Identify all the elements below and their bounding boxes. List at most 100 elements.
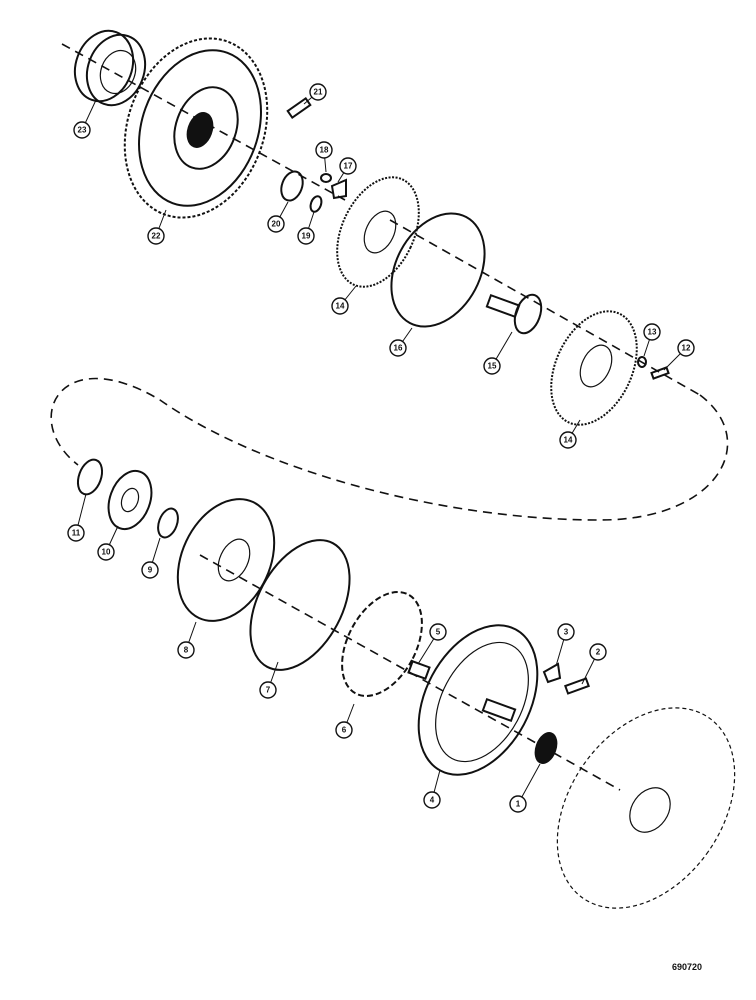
part-11-snap-ring (76, 458, 104, 496)
callout-label: 8 (184, 646, 189, 655)
callout-label: 21 (314, 88, 323, 97)
part-14-clutch-disc-upper (336, 176, 420, 288)
callout-circle (297, 227, 315, 245)
part-4-housing (417, 624, 539, 776)
part-7-seal-ring (249, 539, 351, 671)
part-8-piston (176, 498, 276, 622)
part-20-snap-ring (280, 170, 304, 202)
callout-label: 5 (436, 628, 441, 637)
callout-label: 1 (516, 800, 521, 809)
callout-label: 15 (488, 362, 497, 371)
callout-label: 9 (148, 566, 153, 575)
part-9-ring (157, 507, 179, 539)
callout-20: 20 (267, 201, 289, 233)
part-15-hub (485, 293, 543, 335)
callout-15: 15 (483, 331, 513, 375)
part-14-clutch-disc-lower (550, 310, 638, 426)
callout-9: 9 (141, 537, 161, 579)
callout-circle (309, 83, 327, 101)
callout-label: 14 (336, 302, 345, 311)
callout-circle (315, 141, 333, 159)
callout-2: 2 (581, 643, 607, 685)
callout-circle (267, 215, 285, 233)
callout-circle (339, 157, 357, 175)
callout-circle (177, 641, 195, 659)
callout-5: 5 (417, 623, 447, 665)
part-19-washer (309, 195, 323, 213)
callout-label: 17 (344, 162, 353, 171)
part-10-thrust-washer (107, 469, 153, 531)
callout-circle (677, 339, 695, 357)
callout-circle (97, 543, 115, 561)
callout-label: 16 (394, 344, 403, 353)
callout-label: 10 (102, 548, 111, 557)
callout-circle (557, 623, 575, 641)
callout-17: 17 (337, 157, 357, 183)
callout-18: 18 (315, 141, 333, 173)
callout-7: 7 (259, 661, 279, 699)
callout-circle (331, 297, 349, 315)
callout-label: 14 (564, 436, 573, 445)
callout-label: 7 (266, 686, 271, 695)
callout-circle (559, 431, 577, 449)
part-18-nut (320, 173, 332, 183)
callout-3: 3 (555, 623, 575, 667)
callout-11: 11 (67, 493, 87, 542)
callout-19: 19 (297, 211, 315, 245)
part-2-bolt (564, 677, 590, 695)
callout-21: 21 (303, 83, 327, 105)
part-16-separator-plate (390, 212, 486, 328)
figure-code: 690720 (672, 962, 703, 972)
callout-circle (147, 227, 165, 245)
part-5-dowel (407, 660, 431, 680)
part-22-ring-gear (123, 37, 269, 219)
callout-circle (335, 721, 353, 739)
center-lines (50, 43, 729, 791)
callout-circle (429, 623, 447, 641)
callout-16: 16 (389, 327, 413, 357)
callout-label: 6 (342, 726, 347, 735)
callout-22: 22 (147, 209, 167, 245)
callout-23: 23 (73, 99, 97, 139)
callout-label: 13 (648, 328, 657, 337)
callout-6: 6 (335, 703, 355, 739)
callout-label: 20 (272, 220, 281, 229)
part-21-pin (286, 97, 312, 119)
callout-label: 19 (302, 232, 311, 241)
part-23-bearing (73, 29, 147, 107)
callout-label: 12 (682, 344, 691, 353)
callout-12: 12 (663, 339, 695, 371)
callout-label: 23 (78, 126, 87, 135)
flywheel-phantom (556, 707, 736, 909)
callout-circle (423, 791, 441, 809)
callout-label: 18 (320, 146, 329, 155)
callout-circle (141, 561, 159, 579)
callout-circle (67, 524, 85, 542)
callout-14: 14 (559, 419, 581, 449)
part-17-lock-plate (330, 178, 347, 200)
part-13-washer (637, 356, 647, 368)
callout-13: 13 (643, 323, 661, 357)
callout-10: 10 (97, 525, 119, 561)
part-12-bolt (650, 366, 670, 380)
callout-circle (483, 357, 501, 375)
callout-label: 4 (430, 796, 435, 805)
callout-label: 3 (564, 628, 569, 637)
callout-8: 8 (177, 621, 197, 659)
callout-circle (259, 681, 277, 699)
part-1-bearing (534, 732, 558, 764)
callout-1: 1 (509, 763, 541, 813)
part-3-lock-plate (542, 662, 562, 684)
assembly-loop-dashed-line (50, 377, 729, 521)
callout-4: 4 (423, 769, 441, 809)
callout-circle (589, 643, 607, 661)
callout-label: 2 (596, 648, 601, 657)
callout-label: 22 (152, 232, 161, 241)
callout-circle (509, 795, 527, 813)
callout-circle (643, 323, 661, 341)
callout-label: 11 (72, 529, 81, 538)
callout-circle (389, 339, 407, 357)
callout-14: 14 (331, 285, 357, 315)
